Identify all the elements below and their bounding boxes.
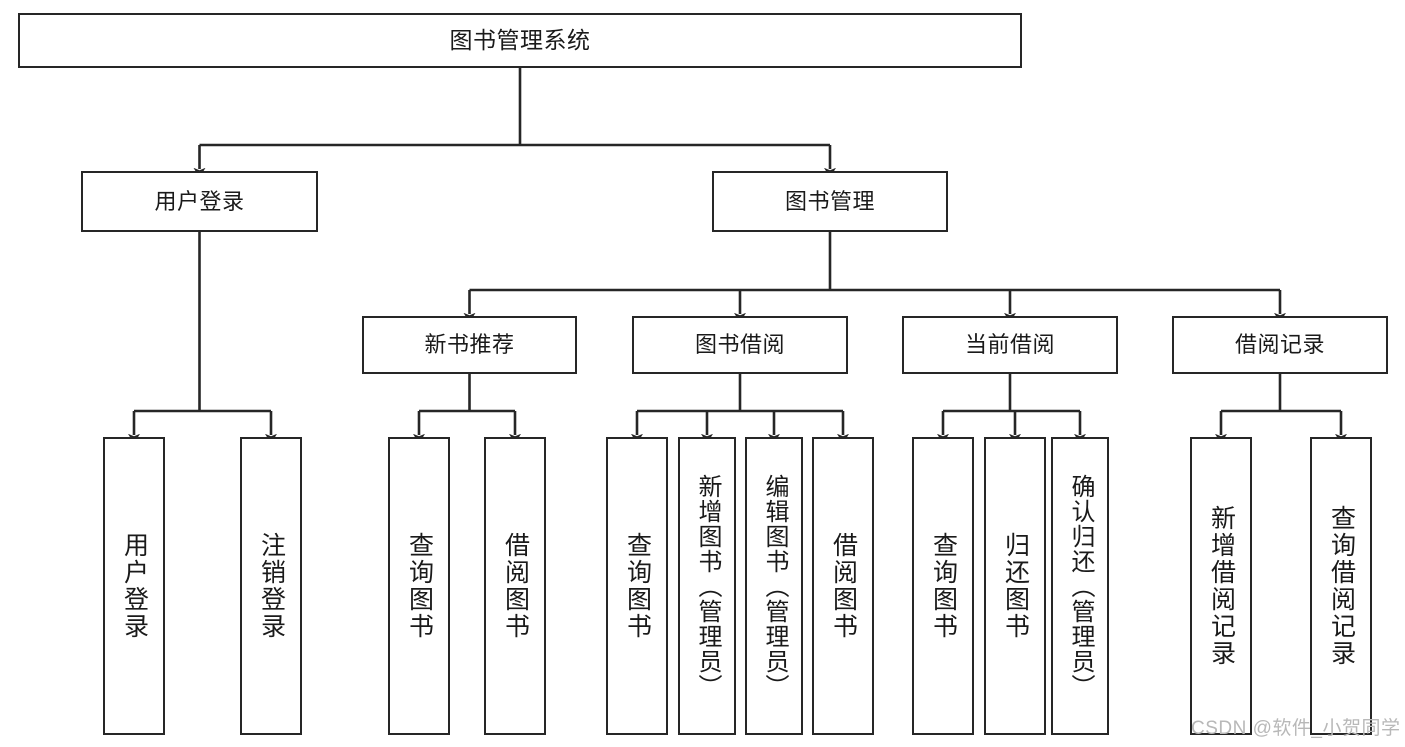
- node-label-book-borrow: 图书借阅: [694, 332, 785, 358]
- node-label-leaf-query-record: 查询借阅记录: [1327, 505, 1356, 667]
- node-leaf-user-login[interactable]: 用户登录: [103, 437, 165, 735]
- node-label-leaf-borrow-book: 借阅图书: [829, 532, 858, 640]
- node-label-leaf-query-book-rec: 查询图书: [405, 532, 434, 640]
- node-label-user-login: 用户登录: [154, 188, 245, 214]
- node-label-book-manage: 图书管理: [784, 188, 875, 214]
- node-user-login[interactable]: 用户登录: [81, 171, 318, 232]
- node-book-borrow[interactable]: 图书借阅: [632, 316, 848, 374]
- node-label-leaf-query-book-cur: 查询图书: [929, 532, 958, 640]
- node-borrow-record[interactable]: 借阅记录: [1172, 316, 1388, 374]
- node-book-manage[interactable]: 图书管理: [712, 171, 948, 232]
- node-leaf-query-book-rec[interactable]: 查询图书: [388, 437, 450, 735]
- node-label-leaf-query-book-borrow: 查询图书: [623, 532, 652, 640]
- node-leaf-edit-book[interactable]: 编辑图书（管理员）: [745, 437, 803, 735]
- node-leaf-confirm-return[interactable]: 确认归还（管理员）: [1051, 437, 1109, 735]
- node-label-leaf-edit-book: 编辑图书（管理员）: [760, 473, 788, 699]
- node-label-leaf-add-record: 新增借阅记录: [1207, 505, 1236, 667]
- node-leaf-add-book[interactable]: 新增图书（管理员）: [678, 437, 736, 735]
- node-label-leaf-user-login: 用户登录: [120, 532, 149, 640]
- node-label-new-book-rec: 新书推荐: [424, 332, 515, 358]
- node-leaf-add-record[interactable]: 新增借阅记录: [1190, 437, 1252, 735]
- node-label-leaf-add-book: 新增图书（管理员）: [693, 473, 721, 699]
- node-root[interactable]: 图书管理系统: [18, 13, 1022, 68]
- node-leaf-logout[interactable]: 注销登录: [240, 437, 302, 735]
- node-leaf-query-book-borrow[interactable]: 查询图书: [606, 437, 668, 735]
- node-leaf-query-record[interactable]: 查询借阅记录: [1310, 437, 1372, 735]
- node-label-borrow-record: 借阅记录: [1234, 332, 1325, 358]
- node-leaf-borrow-book[interactable]: 借阅图书: [812, 437, 874, 735]
- node-label-current-borrow: 当前借阅: [964, 332, 1055, 358]
- node-label-leaf-return-book: 归还图书: [1001, 532, 1030, 640]
- node-new-book-rec[interactable]: 新书推荐: [362, 316, 577, 374]
- node-current-borrow[interactable]: 当前借阅: [902, 316, 1118, 374]
- node-leaf-return-book[interactable]: 归还图书: [984, 437, 1046, 735]
- node-label-leaf-borrow-book-rec: 借阅图书: [501, 532, 530, 640]
- node-label-leaf-logout: 注销登录: [257, 532, 286, 640]
- node-leaf-borrow-book-rec[interactable]: 借阅图书: [484, 437, 546, 735]
- node-label-root: 图书管理系统: [449, 27, 591, 54]
- node-label-leaf-confirm-return: 确认归还（管理员）: [1066, 473, 1094, 699]
- node-leaf-query-book-cur[interactable]: 查询图书: [912, 437, 974, 735]
- csdn-watermark: CSDN @软件_小贺同学: [1191, 718, 1401, 739]
